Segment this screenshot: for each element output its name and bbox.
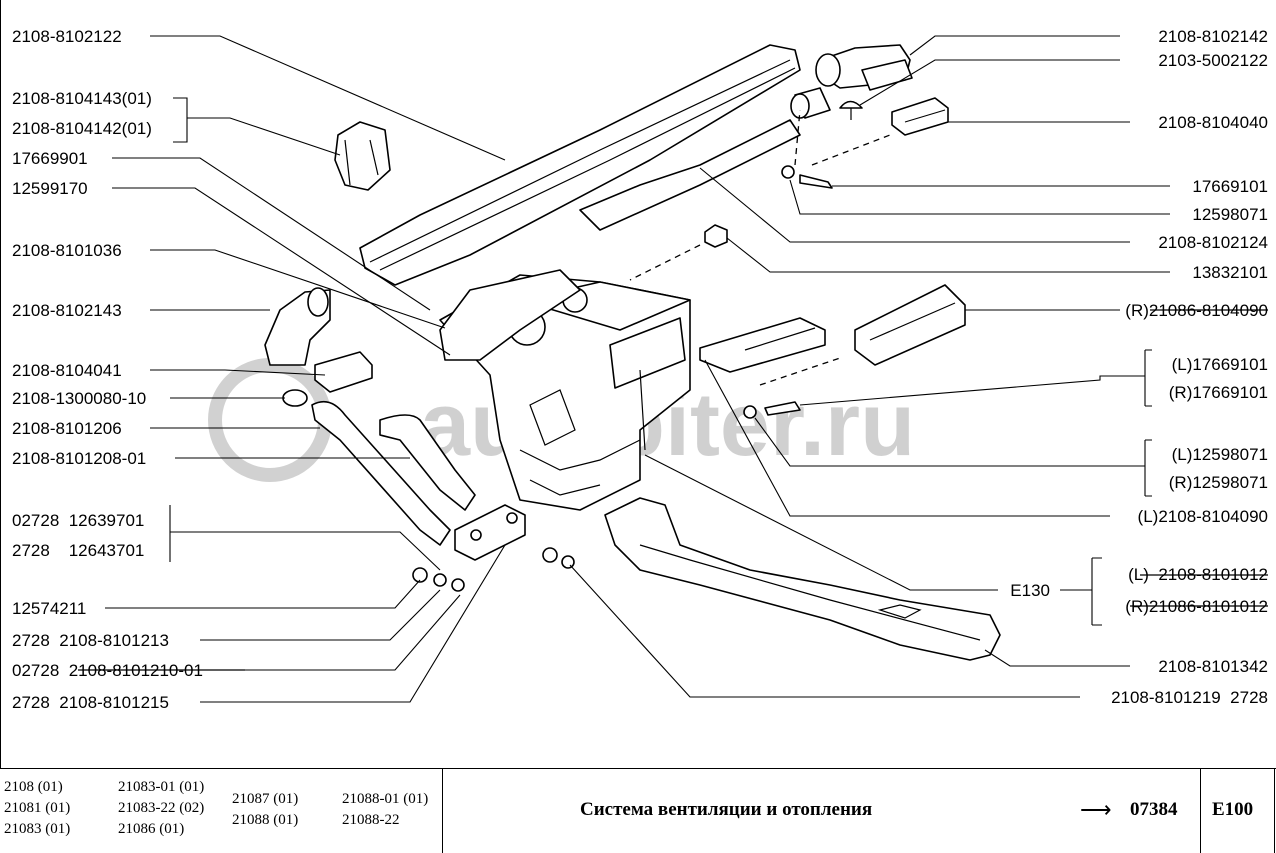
short-pipe-drawing [790,87,831,119]
part-labels-left: 2108-8102122 2108-8104143(01) 2108-81041… [12,27,245,712]
label-part-number: 17669901 [12,149,88,168]
label-part-number: 2108-8102122 [12,27,122,46]
label-part-number: 2108-8101208-01 [12,449,146,468]
screw-drawing [781,109,891,189]
label-part-number: 2108-8102143 [12,301,122,320]
model-item: 21083 (01) [4,821,71,837]
label-part-number: E130 [1010,581,1050,600]
label-part-number: 2108-8104143(01) [12,89,152,108]
right-screw-drawing [743,401,801,419]
part-labels-right: 2108-8102142 2103-5002122 2108-8104040 1… [1010,27,1268,707]
model-list-col2: 21083-01 (01) 21083-22 (02) 21086 (01) [118,777,204,840]
clip-drawing [839,100,863,120]
label-part-number: (L)12598071 [1172,445,1268,464]
heater-hoses-drawing [311,400,476,546]
model-item: 21086 (01) [118,821,185,837]
arrow-right-icon: ⟶ [1080,797,1112,822]
label-part-number: 2728 12643701 [12,541,144,560]
right-nozzle-drawing [854,284,966,366]
floor-air-duct-drawing [604,497,1001,661]
radiator-flange-drawing [454,504,526,561]
label-part-number: 2108-1300080-10 [12,389,146,408]
left-elbow-drawing [264,287,331,366]
model-item: 2108 (01) [4,779,63,795]
label-part-number: 02728 12639701 [12,511,144,530]
center-nozzle-drawing [699,317,841,386]
page-border-left [0,0,1,768]
model-item: 21081 (01) [4,800,71,816]
label-part-number: 12574211 [12,599,86,618]
label-part-number: (L)17669101 [1172,355,1268,374]
page-title: Система вентиляции и отопления [580,799,873,820]
model-item: 21087 (01) [232,791,299,807]
label-part-number: 2108-8101219 2728 [1111,688,1268,707]
model-list-col3: 21087 (01) 21088 (01) [232,789,298,831]
divider [1274,769,1275,853]
left-nozzle-drawing [314,351,373,393]
nut-drawing [629,224,728,281]
model-list-col4: 21088-01 (01) 21088-22 [342,789,428,831]
leader-lines [105,35,1170,703]
hose-clamp-drawing [282,389,308,407]
model-item: 21088-01 (01) [342,791,429,807]
label-part-number: 2103-5002122 [1158,51,1268,70]
title-block: 2108 (01) 21081 (01) 21083 (01) 21083-01… [0,768,1276,853]
section-code: E100 [1212,799,1254,820]
exploded-parts-diagram: autopiter.ru [12,27,1268,712]
label-part-number: 2108-8104040 [1158,113,1268,132]
label-part-number: 13832101 [1192,263,1268,282]
label-part-number: 2728 2108-8101215 [12,693,169,712]
model-item: 21083-22 (02) [118,800,205,816]
ear-nozzle-drawing [334,121,391,191]
label-part-number: (R)12598071 [1169,473,1268,492]
fasteners-drawing [412,547,575,592]
upper-air-duct-drawing [359,44,801,286]
divider [442,769,443,853]
label-part-number: 2108-8102124 [1158,233,1268,252]
divider [1200,769,1201,853]
label-part-number: (L)2108-8104090 [1138,507,1268,526]
label-part-number: 12598071 [1192,205,1268,224]
label-part-number: 2108-8104041 [12,361,122,380]
label-part-number: 2108-8104142(01) [12,119,152,138]
intake-panel-drawing [439,269,581,361]
elbow-duct-drawing [815,44,913,91]
reference-number: 07384 [1130,799,1178,820]
label-part-number: (R)17669101 [1169,383,1268,402]
label-part-number: 2108-8101206 [12,419,122,438]
model-item: 21083-01 (01) [118,779,205,795]
model-item: 21088-22 [342,812,400,828]
label-part-number: 12599170 [12,179,88,198]
model-item: 21088 (01) [232,812,299,828]
label-part-number: 2108-8101036 [12,241,122,260]
label-part-number: 2728 2108-8101213 [12,631,169,650]
label-part-number: 17669101 [1192,177,1268,196]
side-nozzle-drawing [891,97,949,136]
label-part-number: 2108-8101342 [1158,657,1268,676]
label-part-number: 2108-8102142 [1158,27,1268,46]
model-list-col1: 2108 (01) 21081 (01) 21083 (01) [4,777,70,840]
